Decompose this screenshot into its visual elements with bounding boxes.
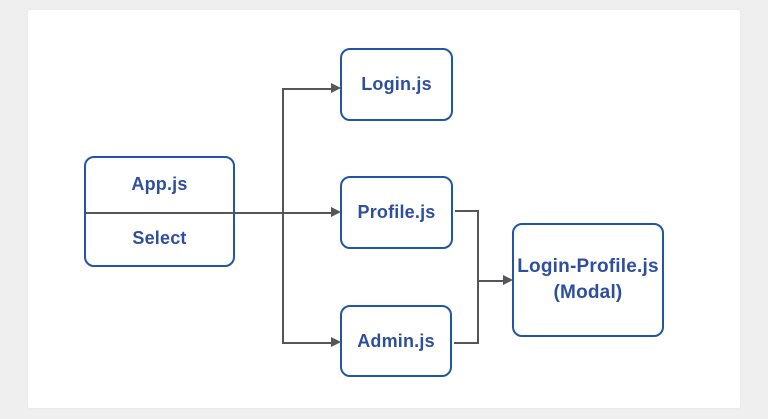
arrowhead-to-modal <box>503 275 513 285</box>
node-modal-sublabel: (Modal) <box>553 282 623 303</box>
node-modal-label: Login-Profile.js <box>517 256 659 278</box>
edge-to-modal <box>477 280 503 282</box>
node-login: Login.js <box>340 48 453 121</box>
node-app-top-label: App.js <box>131 174 188 195</box>
arrowhead-to-login <box>331 83 341 93</box>
edge-branch-vertical <box>282 88 284 344</box>
edge-to-login <box>283 88 331 90</box>
arrowhead-to-profile <box>331 207 341 217</box>
node-app-bottom-label: Select <box>132 227 187 248</box>
arrowhead-to-admin <box>331 337 341 347</box>
edge-right-vertical <box>477 210 479 344</box>
node-app: App.js Select <box>84 156 235 267</box>
node-profile-label: Profile.js <box>357 202 436 222</box>
node-modal: Login-Profile.js (Modal) <box>512 223 664 337</box>
edge-app-main-line <box>86 212 331 214</box>
node-profile: Profile.js <box>340 176 453 249</box>
node-admin-label: Admin.js <box>357 330 435 351</box>
edge-profile-out <box>455 210 479 212</box>
node-admin: Admin.js <box>340 305 452 377</box>
edge-to-admin <box>283 342 331 344</box>
edge-admin-out <box>454 342 479 344</box>
node-login-label: Login.js <box>361 74 432 94</box>
